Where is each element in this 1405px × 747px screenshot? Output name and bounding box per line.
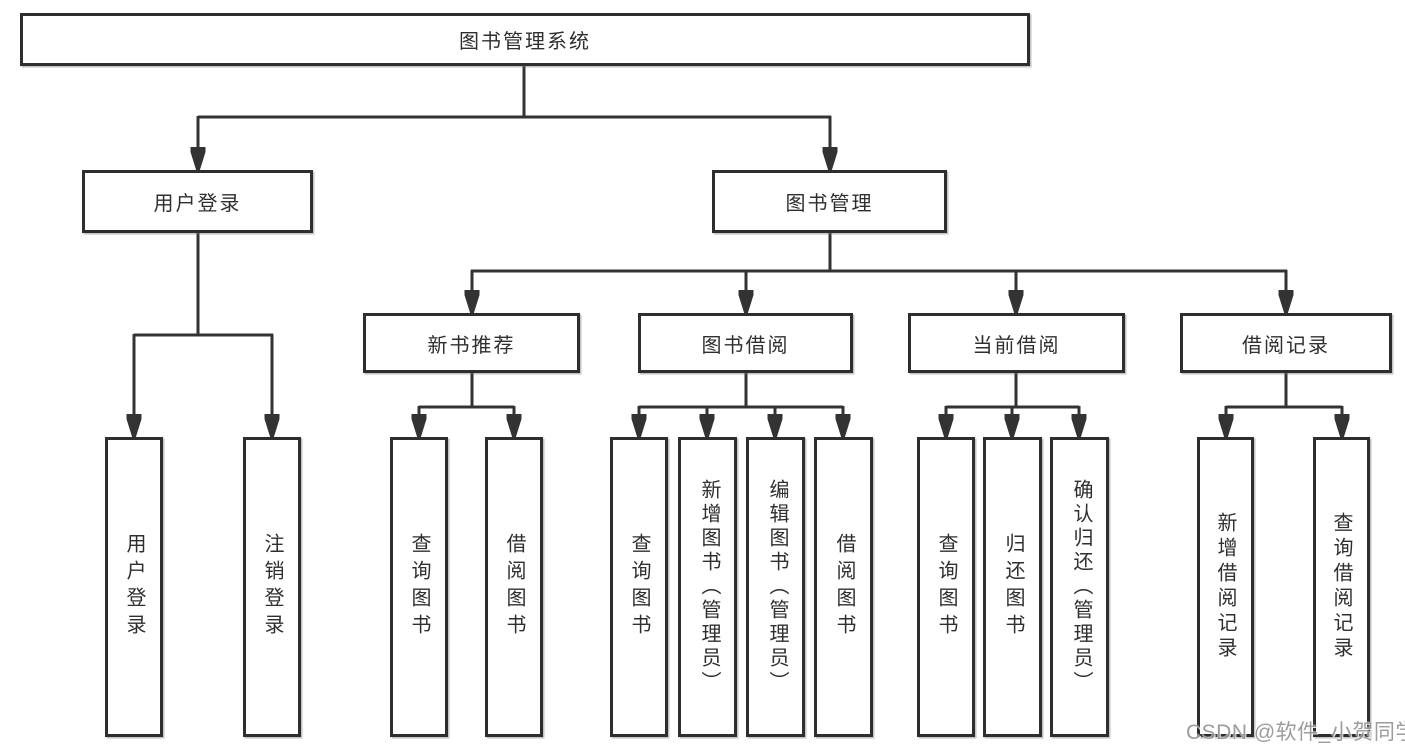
leaf-borrow-add-books: 新增图书（管理员） bbox=[678, 437, 737, 737]
leaf-borrow-query-books: 查询图书 bbox=[610, 437, 668, 737]
node-user-login: 用户登录 bbox=[82, 170, 313, 233]
leaf-current-query-books: 查询图书 bbox=[917, 437, 975, 737]
node-new-books: 新书推荐 bbox=[363, 313, 580, 373]
leaf-borrow-edit-books: 编辑图书（管理员） bbox=[746, 437, 805, 737]
leaf-confirm-return: 确认归还（管理员） bbox=[1050, 437, 1109, 737]
leaf-user-login: 用户登录 bbox=[105, 437, 163, 737]
node-current-borrow: 当前借阅 bbox=[908, 313, 1125, 373]
leaf-new-borrow-books: 借阅图书 bbox=[485, 437, 543, 737]
leaf-borrow-borrow-books: 借阅图书 bbox=[814, 437, 873, 737]
node-book-mgmt: 图书管理 bbox=[712, 170, 947, 233]
leaf-records-add: 新增借阅记录 bbox=[1197, 437, 1254, 737]
leaf-logout: 注销登录 bbox=[243, 437, 301, 737]
leaf-current-return-books: 归还图书 bbox=[983, 437, 1042, 737]
node-borrow-records: 借阅记录 bbox=[1180, 313, 1392, 373]
node-root: 图书管理系统 bbox=[20, 13, 1030, 66]
leaf-new-query-books: 查询图书 bbox=[390, 437, 448, 737]
csdn-watermark: CSDN @软件_小贺同学 bbox=[1186, 721, 1405, 744]
leaf-records-query: 查询借阅记录 bbox=[1313, 437, 1370, 737]
node-book-borrow: 图书借阅 bbox=[638, 313, 853, 373]
